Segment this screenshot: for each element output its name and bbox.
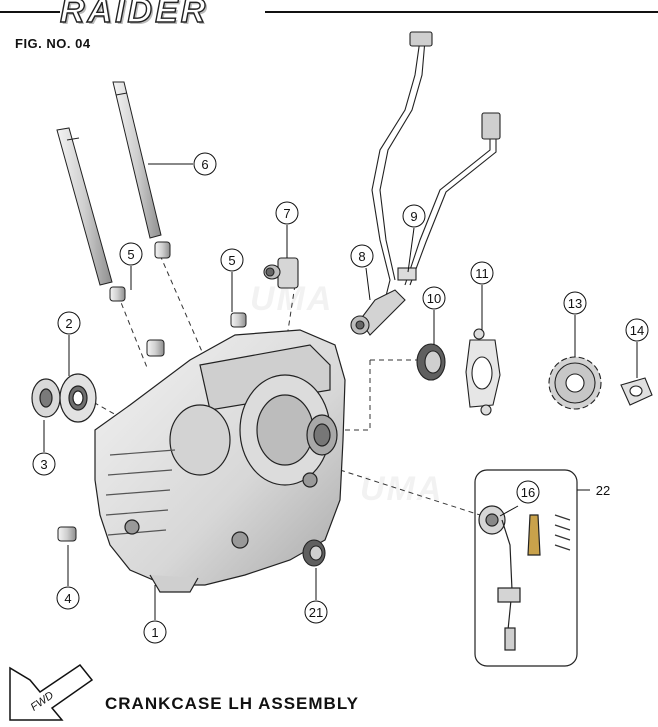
callout-label-4: 4 <box>64 591 71 606</box>
callout-label-22: 22 <box>596 483 610 498</box>
part-8-9-harness <box>350 31 501 336</box>
part-10-oil-seal <box>416 343 446 381</box>
callout-label-7: 7 <box>283 206 290 221</box>
part-6-studs <box>56 81 162 286</box>
part-11-gasket <box>465 328 501 416</box>
assembly-title: CRANKCASE LH ASSEMBLY <box>105 694 359 713</box>
part-22-sensor-kit <box>474 469 578 667</box>
callout-label-8: 8 <box>358 249 365 264</box>
callout-11 <box>470 261 494 285</box>
part-2-3-bearings <box>31 373 97 423</box>
callout-4 <box>56 586 80 610</box>
callout-label-21: 21 <box>309 605 323 620</box>
callout-label-9: 9 <box>410 209 417 224</box>
figure-number: FIG. NO. 04 <box>15 36 91 51</box>
callout-labels: 1 2 3 4 5 5 6 7 8 9 10 11 13 14 16 21 22 <box>40 157 644 640</box>
part-5-dowels <box>109 241 247 357</box>
callouts <box>32 152 649 644</box>
callout-1 <box>143 620 167 644</box>
callout-label-2: 2 <box>65 316 72 331</box>
callout-2 <box>57 311 81 335</box>
callout-label-13: 13 <box>568 296 582 311</box>
callout-5a <box>119 242 143 266</box>
callout-label-5a: 5 <box>127 247 134 262</box>
callout-label-6: 6 <box>201 157 208 172</box>
callout-label-5b: 5 <box>228 253 235 268</box>
callout-21 <box>304 600 328 624</box>
callout-10 <box>422 286 446 310</box>
callout-6 <box>193 152 217 176</box>
part-7-fitting <box>263 257 299 289</box>
callout-9 <box>402 204 426 228</box>
callout-label-1: 1 <box>151 625 158 640</box>
leader-lines <box>43 163 638 620</box>
callout-5b <box>220 248 244 272</box>
fwd-arrow-icon: FWD <box>9 663 94 721</box>
callout-14 <box>625 318 649 342</box>
part-1-crankcase <box>94 329 346 593</box>
part-13-sprocket <box>548 356 602 410</box>
callout-16 <box>516 480 540 504</box>
callout-7 <box>275 201 299 225</box>
part-4-dowel <box>57 526 77 542</box>
callout-label-11: 11 <box>475 266 489 281</box>
part-21-oil-seal <box>302 539 326 567</box>
callout-label-14: 14 <box>630 323 644 338</box>
callout-8 <box>350 244 374 268</box>
callout-13 <box>563 291 587 315</box>
callout-label-10: 10 <box>427 291 441 306</box>
callout-label-3: 3 <box>40 457 47 472</box>
header-rule <box>0 11 658 13</box>
callout-3 <box>32 452 56 476</box>
callout-label-16: 16 <box>521 485 535 500</box>
part-14-lock-plate <box>620 377 653 406</box>
